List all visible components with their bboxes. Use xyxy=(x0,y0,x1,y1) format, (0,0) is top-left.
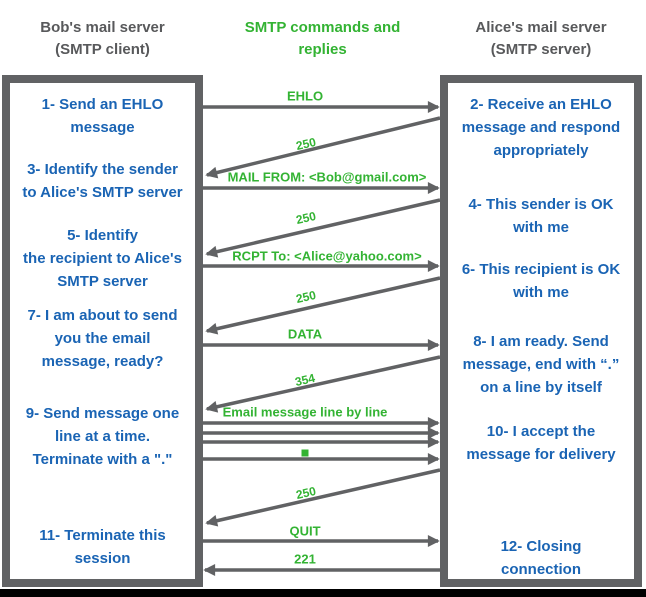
reply-250-3-arrow xyxy=(205,276,441,335)
server-step-2: 2- Receive an EHLO message and respond a… xyxy=(461,96,621,159)
server-header: Alice's mail server (SMTP server) xyxy=(475,19,607,58)
server-step-10: 10- I accept the message for delivery xyxy=(466,423,616,463)
client-step-7: 7- I am about to send you the email mess… xyxy=(27,307,178,370)
server-step-4: 4- This sender is OK with me xyxy=(468,196,614,236)
reply-250-1-arrow xyxy=(205,116,441,179)
server-step-6: 6- This recipient is OK with me xyxy=(461,261,621,301)
client-step-5: 5- Identify the recipient to Alice's SMT… xyxy=(23,227,182,290)
reply-250-2-arrow xyxy=(205,198,441,258)
reply-250-4-arrow xyxy=(205,468,441,527)
client-header: Bob's mail server (SMTP client) xyxy=(40,19,165,58)
server-step-8: 8- I am ready. Send message, end with “.… xyxy=(462,333,620,396)
server-step-12: 12- Closing connection xyxy=(500,538,582,578)
reply-354-arrow xyxy=(205,355,441,413)
client-box xyxy=(2,75,203,587)
client-step-9: 9- Send message one line at a time. Term… xyxy=(25,405,180,468)
commands-header: SMTP commands and replies xyxy=(244,19,401,58)
client-step-11: 11- Terminate this session xyxy=(39,527,166,567)
server-box xyxy=(440,75,642,587)
client-step-1: 1- Send an EHLO message xyxy=(41,96,164,136)
bottom-bar xyxy=(0,589,646,597)
client-step-3: 3- Identify the sender to Alice's SMTP s… xyxy=(22,161,183,201)
